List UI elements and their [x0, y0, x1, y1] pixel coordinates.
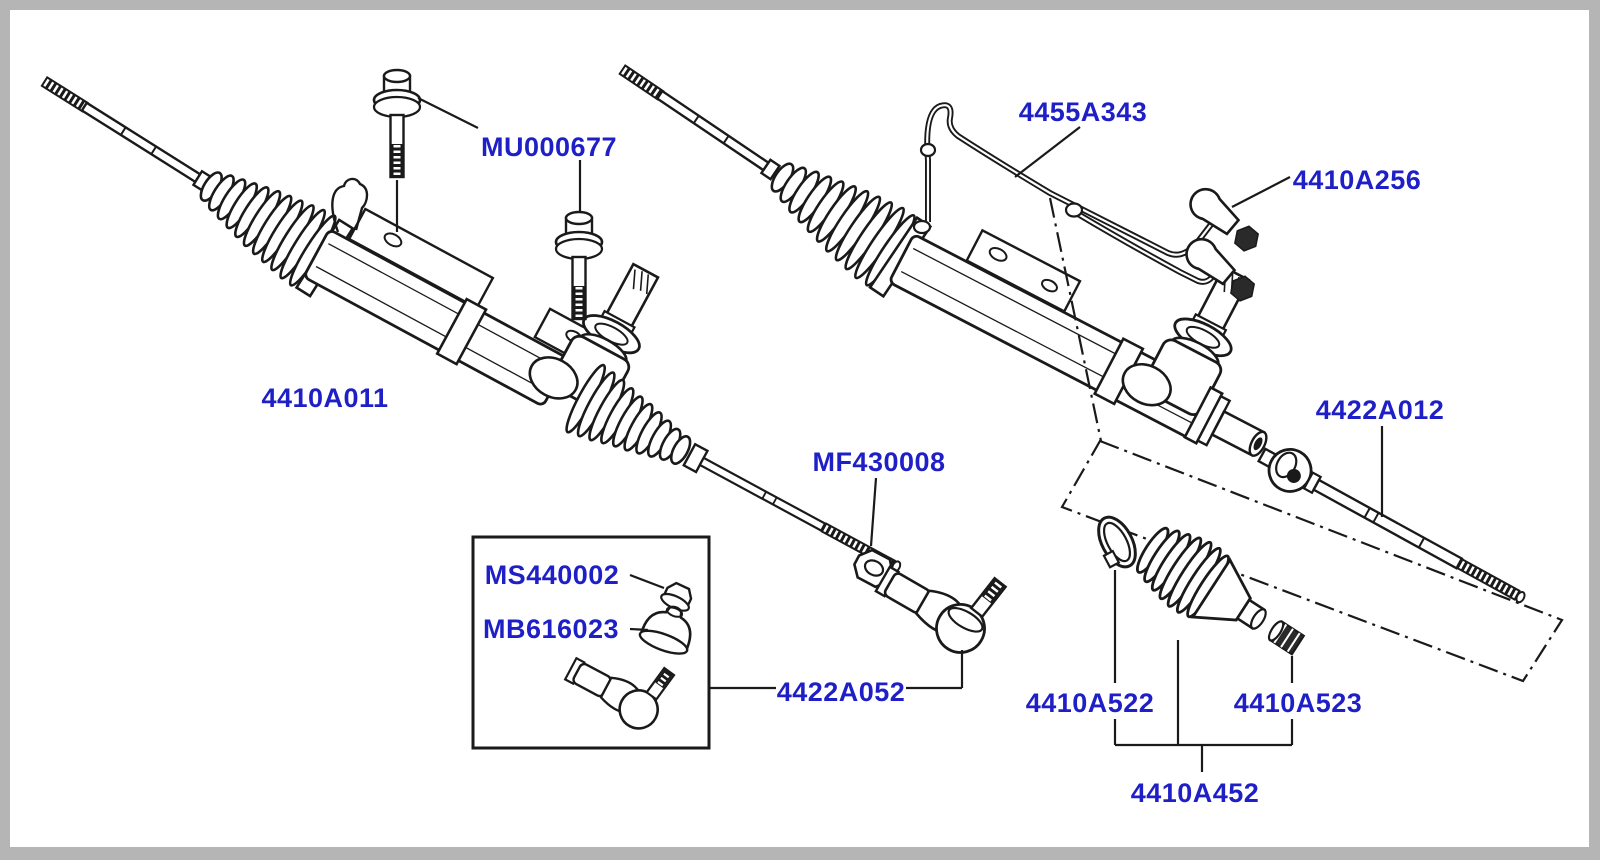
part-label-4410A011: 4410A011: [261, 383, 388, 413]
mounting-bolt-1: [372, 68, 422, 179]
inner-tie-rod: [1256, 447, 1526, 604]
part-label-4410A522: 4410A522: [1026, 688, 1155, 718]
boot-clamp-ring: [1097, 515, 1137, 569]
steering-gear-right: [618, 64, 1268, 458]
pipe-fitting-lower: [1064, 202, 1084, 218]
boot-bellows: [1135, 526, 1267, 631]
wire-hook-bracket: [331, 177, 369, 233]
part-label-4422A012: 4422A012: [1316, 395, 1445, 425]
part-label-4422A052: 4422A052: [777, 677, 906, 707]
locator-line: [1048, 197, 1103, 442]
pipe-clamp-2: [1185, 237, 1256, 302]
pipe-clamp-1: [1189, 187, 1260, 252]
parts-kit-box: [471, 535, 711, 750]
hydraulic-pipes: [912, 102, 1260, 302]
steering-gear-left: [40, 75, 902, 573]
housing-port: [912, 219, 932, 235]
tie-rod-end-in-box: [563, 656, 676, 730]
exploded-view-outline: [1060, 439, 1564, 683]
part-label-MB616023: MB616023: [483, 614, 619, 644]
part-label-4410A256: 4410A256: [1293, 165, 1422, 195]
pipe-fitting-upper: [919, 142, 937, 158]
boot-end-clip: [1267, 620, 1306, 656]
part-label-4410A452: 4410A452: [1131, 778, 1260, 808]
part-label-4455A343: 4455A343: [1019, 97, 1148, 127]
dust-cover-boot: [638, 605, 692, 655]
part-label-4410A523: 4410A523: [1234, 688, 1363, 718]
tie-rod-end: [874, 565, 1008, 654]
part-label-MU000677: MU000677: [481, 132, 617, 162]
part-label-MF430008: MF430008: [812, 447, 945, 477]
housing-clamp: [435, 297, 488, 366]
mounting-bolt-2: [554, 210, 604, 321]
diagram-canvas: [10, 10, 1589, 847]
leader-lines: [395, 97, 1384, 772]
part-label-MS440002: MS440002: [485, 560, 620, 590]
